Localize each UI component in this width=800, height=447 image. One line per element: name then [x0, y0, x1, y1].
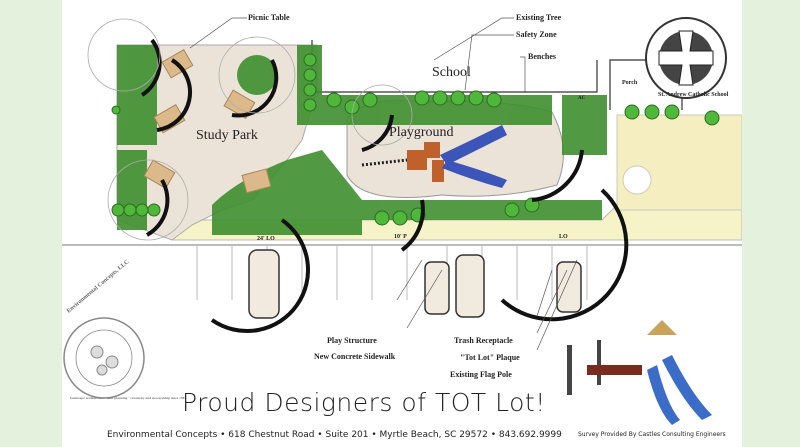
porch-label: Porch	[622, 80, 638, 86]
callout-existing-flag-pole: Existing Flag Pole	[450, 370, 512, 379]
school-label: School	[432, 65, 471, 80]
callout-existing-tree: Existing Tree	[516, 13, 562, 22]
dimension-lo: LO	[559, 234, 568, 240]
playset-illustration	[567, 320, 712, 425]
callout-trash-receptacle: Trash Receptacle	[454, 336, 513, 345]
callout-tot-lot-plaque: "Tot Lot" Plaque	[460, 353, 520, 362]
company-address: Environmental Concepts • 618 Chestnut Ro…	[107, 430, 562, 440]
callout-picnic-table: Picnic Table	[248, 13, 290, 22]
site-plan-sheet: Study Park Playground School Porch Picni…	[62, 0, 742, 447]
tree-outlines	[87, 18, 413, 241]
st-andrew-logo	[645, 17, 727, 99]
env-concepts-logo-subtext: landscape architecture · land planning ·…	[70, 396, 187, 400]
site-plan-drawing	[62, 17, 742, 425]
study-park-label: Study Park	[196, 128, 258, 143]
callout-leaders	[189, 17, 578, 351]
environmental-concepts-logo	[63, 317, 145, 399]
callout-new-concrete-sidewalk: New Concrete Sidewalk	[314, 352, 396, 361]
parked-cars	[248, 249, 582, 319]
trees	[111, 53, 720, 226]
survey-credit: Survey Provided By Castles Consulting En…	[578, 431, 726, 438]
callout-play-structure: Play Structure	[327, 336, 377, 345]
callout-safety-zone: Safety Zone	[516, 30, 557, 39]
dimension-ac: AC	[578, 96, 586, 101]
playground-label: Playground	[389, 125, 454, 140]
dimension-24-lo: 24' LO	[257, 236, 275, 242]
callout-benches: Benches	[528, 52, 556, 61]
play-structure	[361, 125, 507, 188]
plaza-paving	[616, 114, 742, 211]
st-andrew-logo-text: St. Andrew Catholic School	[658, 92, 729, 98]
existing-tree-canopies	[140, 38, 629, 334]
parking-lot	[62, 244, 742, 300]
tagline: Proud Designers of TOT Lot!	[182, 388, 546, 417]
dimension-10-p: 10' P	[394, 234, 407, 240]
